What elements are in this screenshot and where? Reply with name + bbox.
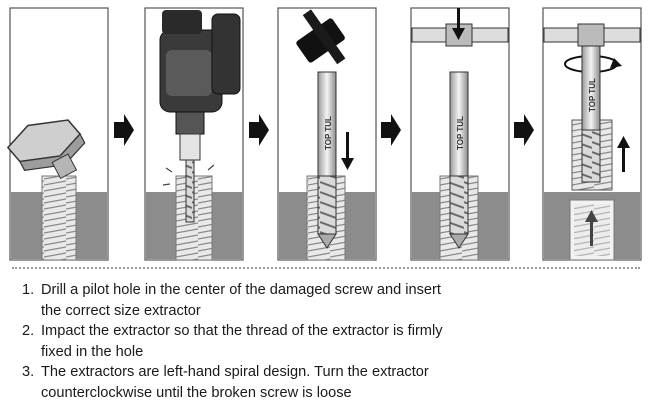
instruction-text: Drill a pilot hole in the center of the … xyxy=(41,282,441,298)
instructions-list: 1. Drill a pilot hole in the center of th… xyxy=(22,280,632,403)
instruction-text-continued: counterclockwise until the broken screw … xyxy=(41,384,352,401)
tool-brand-label: TOP TUL xyxy=(588,78,597,112)
next-step-arrow-icon xyxy=(514,114,534,146)
down-arrow-icon xyxy=(452,8,465,40)
tool-brand-label: TOP TUL xyxy=(456,116,465,150)
extraction-steps-diagram: TOP TUL TOP TUL xyxy=(6,7,642,261)
step-4-panel: TOP TUL xyxy=(410,7,510,261)
step-3-panel: TOP TUL xyxy=(277,7,377,261)
separator-line xyxy=(12,267,640,269)
power-drill-icon xyxy=(159,10,241,161)
up-arrow-icon xyxy=(617,136,630,172)
next-step-arrow-icon xyxy=(114,114,134,146)
instruction-item: 1. Drill a pilot hole in the center of th… xyxy=(22,280,632,321)
step-5-panel: TOP TUL xyxy=(542,7,642,261)
step-2-panel xyxy=(144,7,244,261)
instruction-item: 2. Impact the extractor so that the threa… xyxy=(22,321,632,362)
hammer-icon xyxy=(296,9,346,65)
next-step-arrow-icon xyxy=(249,114,269,146)
step-1-panel xyxy=(6,7,109,261)
instruction-item: 3. The extractors are left-hand spiral de… xyxy=(22,362,632,403)
next-step-arrow-icon xyxy=(381,114,401,146)
instruction-number: 3. xyxy=(22,364,35,380)
drill-bit xyxy=(185,159,195,223)
threaded-hole xyxy=(41,175,77,261)
down-arrow-icon xyxy=(341,132,354,170)
instruction-text: The extractors are left-hand spiral desi… xyxy=(41,364,429,380)
instruction-text-continued: fixed in the hole xyxy=(41,343,144,360)
instruction-text: Impact the extractor so that the thread … xyxy=(41,323,443,339)
broken-bolt-head xyxy=(6,119,86,180)
instruction-number: 1. xyxy=(22,282,35,298)
instruction-number: 2. xyxy=(22,323,35,339)
tool-brand-label: TOP TUL xyxy=(324,116,333,150)
instruction-text-continued: the correct size extractor xyxy=(41,302,201,319)
up-arrow-icon xyxy=(585,210,598,246)
